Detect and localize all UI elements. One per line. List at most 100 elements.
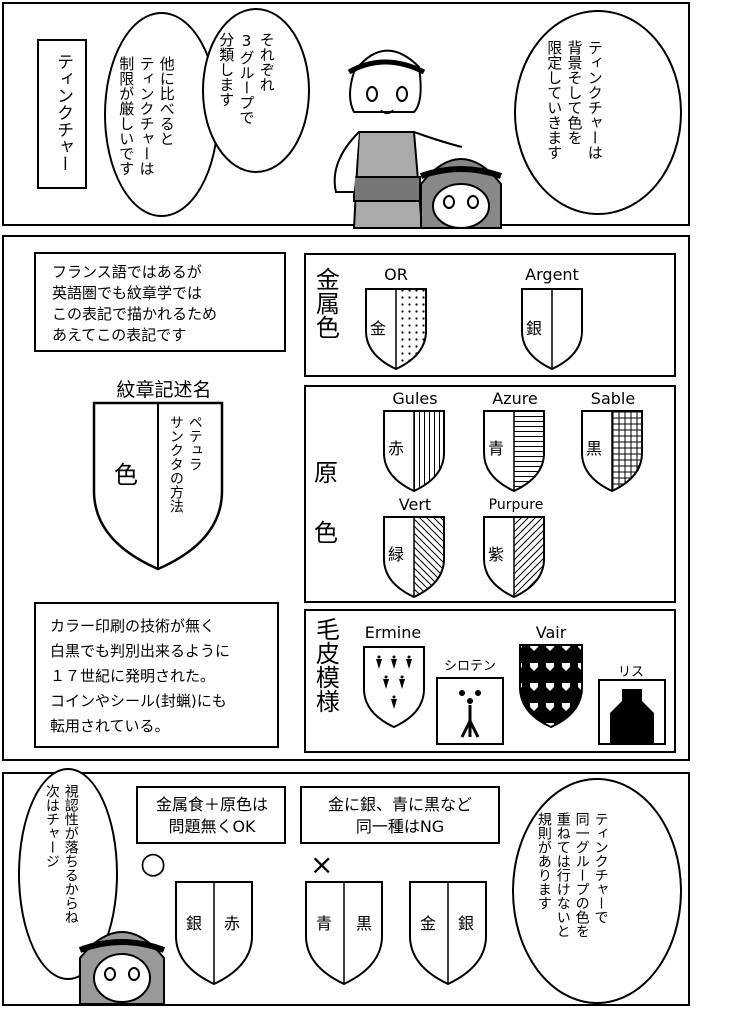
tincture-name-purpure: Purpure [488,497,544,513]
line: 限定していきます [545,40,564,160]
shield-ok [175,881,253,986]
shield-sable [581,410,643,493]
tincture-jp-argent: 銀 [526,319,543,338]
history-box: カラー印刷の技術が無く 白黒でも判別出来るように １７世紀に発明された。 コイン… [34,602,279,748]
line: 分類します [217,32,236,107]
line: １７世紀に発明された。 [50,667,216,685]
shield-vert [383,516,445,599]
shield-or [365,288,427,371]
shield-argent [521,288,583,371]
shield-vair [519,644,583,729]
tincture-jp-or: 金 [370,319,387,338]
fur-name-risu: リス [617,665,644,680]
line: ティンクチャーは [137,56,156,176]
line: 制限が厳しいです [117,56,136,176]
panel-2: フランス語ではあるが 英語圏でも紋章学では この表記で描かれるため あえてこの表… [2,235,690,761]
shield-ng-2 [409,881,487,986]
line: サンクタの方法 [167,415,184,513]
line: この表記で描かれるため [52,305,218,323]
speech-bubble-left [104,12,219,217]
tincture-name-vert: Vert [398,495,432,514]
line: 英語圏でも紋章学では [52,284,203,302]
line: ティンクチャーは [585,40,604,160]
line: 他に比べると [157,56,176,146]
speech-bubble-right [514,10,682,215]
shield-ok-right-label: 赤 [224,914,241,933]
line: コインやシール(封蝋)にも [50,692,227,710]
speech-bubble-right-p3 [512,778,682,1004]
line: 金に銀、青に黒など [327,795,472,814]
caption-box: ティンクチャー [37,39,87,189]
note-bubble: フランス語ではあるが 英語圏でも紋章学では この表記で描かれるため あえてこの表… [34,252,286,352]
line: 白黒でも判別出来るように [50,642,231,660]
speech-bubble-middle [202,8,310,173]
colours-group-label-top: 原 [314,459,338,487]
speech-bubble-left-p3-text: 視認性が落ちるからね 次はチャージ [42,784,80,924]
metals-group-label: 金属色 [311,267,340,339]
metals-box: 金属色 OR 金 Argent 銀 [304,253,676,377]
shield-ng-2-right-label: 銀 [458,914,475,933]
speech-bubble-middle-text: それぞれ 3グループで 分類します [216,32,277,125]
shield-azure [483,410,545,493]
colours-box: 原色 原 色 Gules 赤 Azure 青 [304,385,676,603]
blazon-shield-right-label: ペテュラ サンクタの方法 [166,415,204,513]
girl-character-illustration [333,49,463,229]
tincture-jp-sable: 黒 [586,439,603,458]
line: 3グループで [237,32,256,125]
shield-ermine [363,646,425,729]
history-text: カラー印刷の技術が無く 白黒でも判別出来るように １７世紀に発明された。 コイン… [50,614,230,739]
line: 転用されている。 [50,717,170,735]
shield-ng-1-left-label: 青 [316,914,333,933]
speech-bubble-right-p3-text: ティンクチャーで 同一グループの色を 重ねては行けないと 規則があります [534,812,610,938]
fur-shiroten-swatch [436,677,504,745]
fur-name-vair: Vair [535,623,567,642]
fur-name-shiroten: シロテン [443,659,496,674]
line: 金属食＋原色は [155,795,268,814]
caption-text: ティンクチャー [52,53,73,172]
line: ペテュラ [186,415,203,471]
shield-ng-1 [305,881,383,986]
shield-ng-1-right-label: 黒 [356,914,373,933]
line: 同一種はNG [355,817,445,836]
note-bubble-text: フランス語ではあるが 英語圏でも紋章学では この表記で描かれるため あえてこの表… [52,262,217,346]
panel-1: ティンクチャー 他に比べると ティンクチャーは 制限が厳しいです それぞれ 3グ… [2,2,690,229]
line: ティンクチャーで [592,812,609,924]
shield-gules [383,410,445,493]
tincture-name-sable: Sable [590,389,636,408]
panel-3: 視認性が落ちるからね 次はチャージ 金属食＋原色は 問題無くOK ○ 銀 赤 金… [2,768,690,1006]
fur-name-ermine: Ermine [364,623,422,642]
blazon-title: 紋章記述名 [116,379,212,401]
line: 規則があります [535,812,552,910]
tincture-jp-purpure: 紫 [488,545,505,564]
ok-box: 金属食＋原色は 問題無くOK [136,786,286,844]
ng-mark: × [310,848,334,881]
line: 視認性が落ちるからね [62,784,79,924]
line: 背景そして色を [565,40,584,145]
colours-group-label-bottom: 色 [314,519,338,547]
line: フランス語ではあるが [52,263,202,281]
ng-box: 金に銀、青に黒など 同一種はNG [300,786,500,844]
ok-box-text: 金属食＋原色は 問題無くOK [148,794,276,838]
furs-box: 毛皮模様 Ermine シロテン Vair [304,609,676,753]
fur-risu-swatch [598,679,666,745]
line: 問題無くOK [168,817,256,836]
shield-purpure [483,516,545,599]
line: カラー印刷の技術が無く [50,617,216,635]
ok-mark: ○ [140,846,167,881]
boy-character-illustration [420,158,502,229]
ng-box-text: 金に銀、青に黒など 同一種はNG [308,794,492,838]
tincture-name-gules: Gules [392,389,438,408]
line: あえてこの表記です [52,326,187,344]
speech-bubble-right-text: ティンクチャーは 背景そして色を 限定していきます [544,40,605,160]
blazon-shield-left-label: 色 [114,461,138,489]
line: 次はチャージ [43,784,60,868]
tincture-name-or: OR [384,265,408,284]
furs-group-label: 毛皮模様 [311,617,340,713]
speech-bubble-left-text: 他に比べると ティンクチャーは 制限が厳しいです [116,56,177,176]
line: それぞれ [257,32,276,92]
line: 重ねては行けないと [554,812,571,938]
tincture-jp-gules: 赤 [388,439,405,458]
shield-ng-2-left-label: 金 [420,914,437,933]
boy-character-illustration-p3 [78,931,166,1005]
shield-ok-left-label: 銀 [186,914,203,933]
